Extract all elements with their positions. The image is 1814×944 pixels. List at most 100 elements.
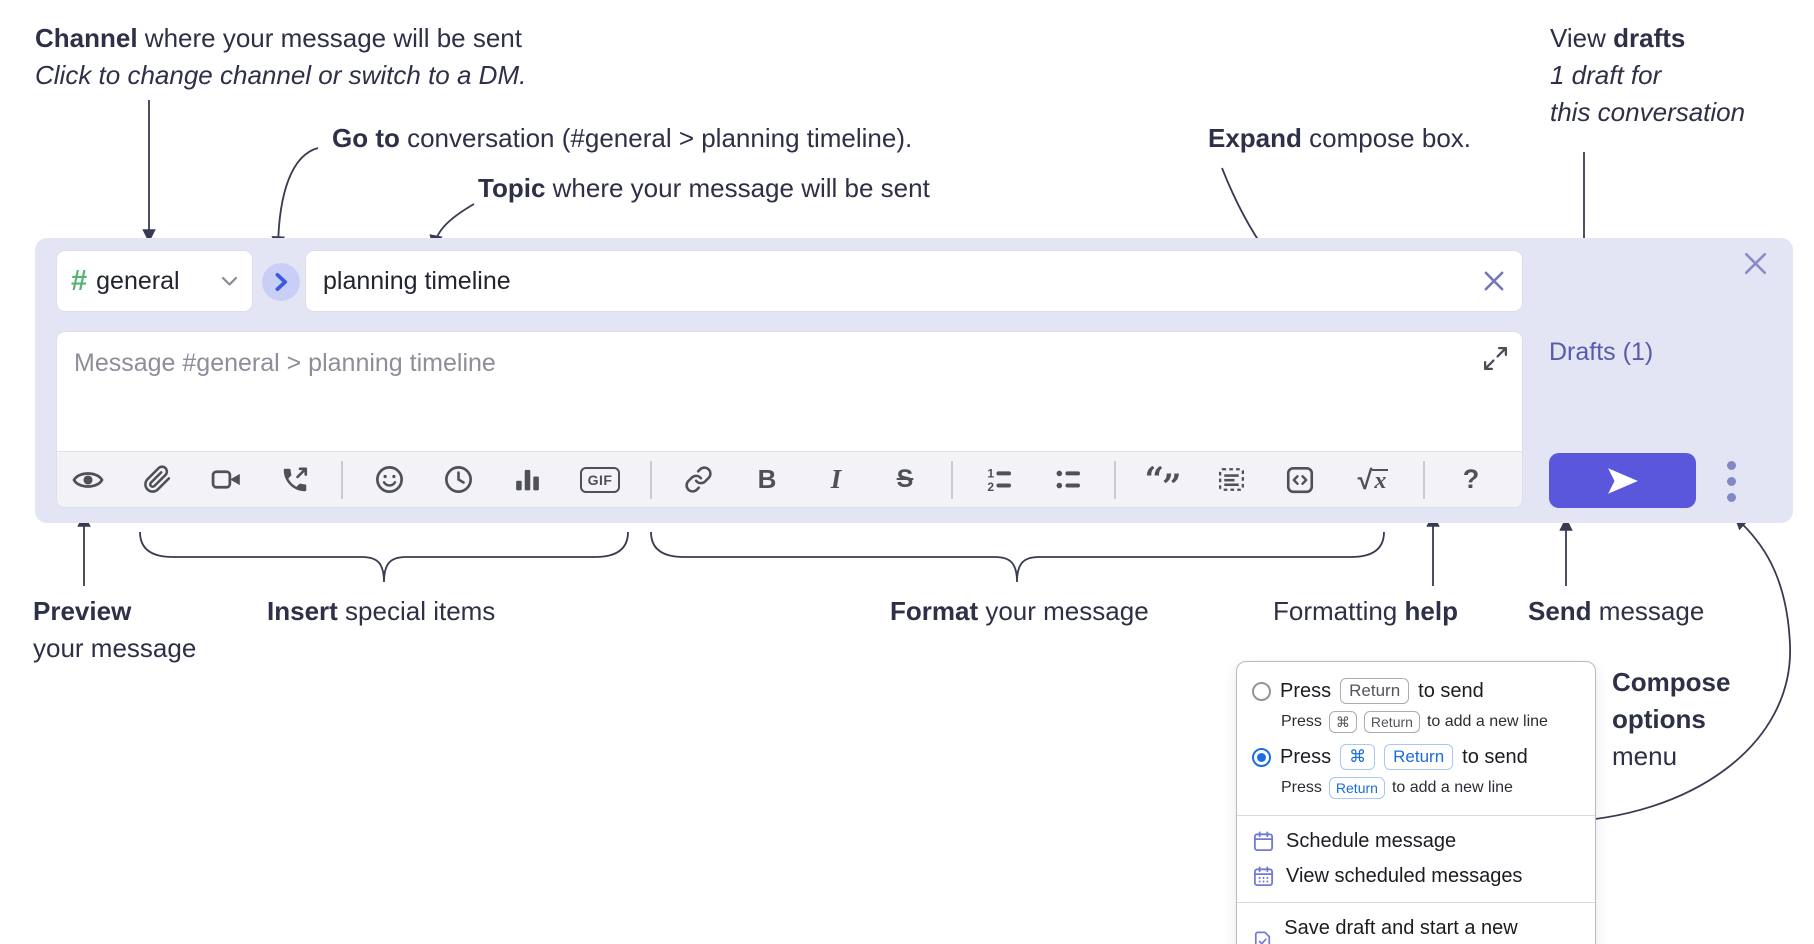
paperclip-icon [143, 465, 170, 493]
annotation-goto: Go to conversation (#general > planning … [332, 123, 913, 153]
toolbar-divider [650, 460, 652, 499]
bar-chart-icon [515, 469, 539, 491]
menu-option-return-subtext: Press ⌘ Return to add a new line [1237, 707, 1595, 741]
compose-options-button[interactable] [1711, 456, 1751, 506]
link-icon [684, 466, 712, 493]
menu-divider [1237, 815, 1595, 816]
topic-field [305, 250, 1523, 312]
brace-format [650, 531, 1385, 583]
bold-icon: B [757, 464, 777, 494]
video-clip-button[interactable] [203, 457, 249, 503]
compose-options-menu: Press Return to send Press ⌘ Return to a… [1236, 661, 1596, 944]
question-mark-icon: ? [1462, 464, 1480, 494]
insert-link-button[interactable] [675, 457, 721, 503]
clock-icon [444, 466, 472, 493]
toolbar-divider [951, 460, 953, 499]
menu-option-return-to-send[interactable]: Press Return to send [1237, 675, 1595, 707]
formula-icon: √x [1357, 464, 1389, 495]
annotation-format: Format your message [890, 596, 1149, 626]
menu-option-cmd-return-to-send[interactable]: Press ⌘ Return to send [1237, 741, 1595, 773]
eye-icon [72, 471, 104, 488]
channel-selector[interactable]: # general [56, 250, 253, 312]
emoji-button[interactable] [366, 457, 412, 503]
kbd-return: Return [1328, 777, 1385, 799]
annotation-topic: Topic where your message will be sent [478, 173, 930, 203]
goto-conversation-button[interactable] [262, 263, 300, 301]
arrow-goto [271, 147, 319, 250]
channel-name: general [96, 266, 180, 295]
kbd-cmd: ⌘ [1340, 744, 1376, 770]
toolbar-divider [1423, 460, 1425, 499]
audio-call-button[interactable] [272, 457, 318, 503]
strikethrough-icon: S [896, 465, 914, 493]
dots-vertical-icon [1726, 460, 1736, 470]
video-camera-icon [211, 470, 240, 489]
calendar-dots-icon [1253, 866, 1274, 887]
radio-unselected-icon[interactable] [1252, 681, 1271, 701]
snippet-icon [1218, 468, 1244, 491]
annotation-channel: Channel where your message will be sent … [35, 20, 526, 94]
annotation-compose-options: Compose options menu [1612, 667, 1731, 771]
calendar-icon [1253, 831, 1274, 852]
code-icon [1286, 466, 1314, 493]
strikethrough-button[interactable]: S [882, 457, 928, 503]
chevron-down-icon [221, 276, 238, 287]
attach-file-button[interactable] [134, 457, 180, 503]
expand-icon [1483, 346, 1508, 371]
annotation-insert: Insert special items [267, 596, 496, 626]
snippet-button[interactable] [1208, 457, 1254, 503]
kbd-return: Return [1384, 744, 1454, 770]
schedule-clock-button[interactable] [435, 457, 481, 503]
draft-check-icon [1254, 931, 1271, 944]
compose-box: # general [35, 238, 1793, 523]
kbd-cmd: ⌘ [1328, 711, 1357, 733]
formula-button[interactable]: √x [1346, 457, 1400, 503]
message-area: GIF B I S 12 “” [56, 331, 1523, 508]
bulleted-list-icon [1056, 470, 1080, 489]
annotation-preview: Preview your message [33, 596, 197, 663]
topic-input[interactable] [306, 266, 1466, 296]
italic-icon: I [830, 464, 842, 494]
clear-topic-button[interactable] [1466, 269, 1522, 293]
gif-button[interactable]: GIF [573, 457, 627, 503]
expand-compose-button[interactable] [1482, 345, 1509, 372]
drafts-link[interactable]: Drafts (1) [1549, 338, 1654, 366]
preview-button[interactable] [65, 457, 111, 503]
annotation-send: Send message [1528, 596, 1705, 626]
message-input[interactable] [57, 332, 1522, 450]
close-icon [1745, 253, 1766, 274]
close-icon [1484, 271, 1504, 291]
chevron-right-icon [275, 272, 288, 292]
toolbar-divider [1114, 460, 1116, 499]
formatting-help-button[interactable]: ? [1448, 457, 1494, 503]
italic-button[interactable]: I [813, 457, 859, 503]
code-block-button[interactable] [1277, 457, 1323, 503]
blockquote-button[interactable]: “” [1139, 457, 1185, 507]
close-compose-button[interactable] [1742, 250, 1769, 277]
bold-button[interactable]: B [744, 457, 790, 503]
svg-text:2: 2 [987, 480, 994, 494]
kbd-return: Return [1363, 711, 1420, 733]
toolbar-divider [341, 460, 343, 499]
annotation-expand: Expand compose box. [1208, 123, 1472, 153]
numbered-list-icon: 12 [987, 467, 1011, 494]
send-icon [1607, 467, 1638, 494]
phone-call-icon [283, 466, 308, 491]
kbd-return: Return [1340, 678, 1410, 704]
radio-selected-icon[interactable] [1252, 747, 1271, 767]
annotation-help: Formatting help [1273, 596, 1458, 626]
send-button[interactable] [1549, 453, 1696, 508]
annotation-channel-bold: Channel [35, 23, 138, 53]
channel-hash-icon: # [71, 264, 88, 297]
quote-icon: “” [1144, 459, 1181, 507]
bulleted-list-button[interactable] [1045, 457, 1091, 503]
menu-item-view-scheduled[interactable]: View scheduled messages [1237, 859, 1595, 894]
poll-button[interactable] [504, 457, 550, 503]
menu-item-save-draft[interactable]: Save draft and start a new message [1237, 911, 1595, 944]
menu-divider [1237, 902, 1595, 903]
gif-icon: GIF [579, 466, 621, 493]
emoji-icon [375, 466, 403, 493]
menu-item-schedule-message[interactable]: Schedule message [1237, 824, 1595, 859]
